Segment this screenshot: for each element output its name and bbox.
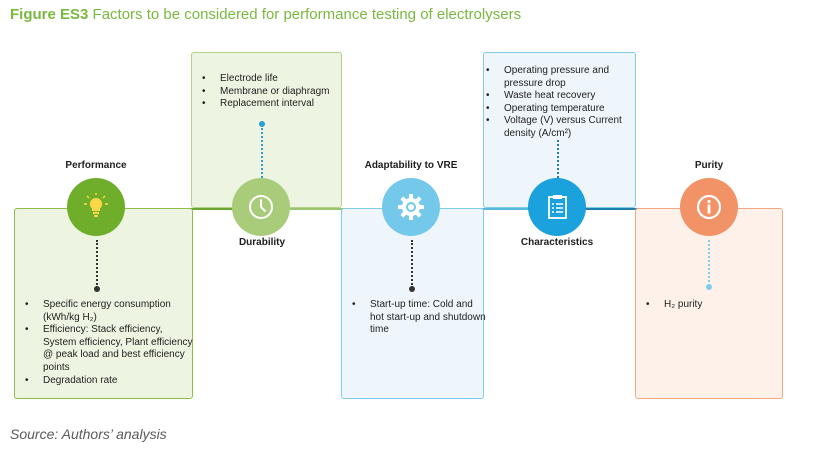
purity-circle (680, 178, 738, 236)
characteristics-item: Operating temperature (486, 103, 644, 116)
purity-item: H₂ purity (646, 299, 788, 312)
timeline-segment-3 (413, 208, 559, 210)
characteristics-label: Characteristics (520, 237, 594, 248)
adaptability-item: Start-up time: Cold and hot start-up and… (352, 299, 488, 337)
durability-item: Replacement interval (202, 98, 354, 111)
performance-item: Degradation rate (25, 375, 197, 388)
characteristics-circle (528, 178, 586, 236)
characteristics-item: Waste heat recovery (486, 90, 644, 103)
timeline-segment-2 (268, 208, 413, 210)
performance-circle (67, 178, 125, 236)
performance-item: Efficiency: Stack efficiency, System eff… (25, 324, 197, 374)
gear-icon (398, 194, 424, 220)
checklist-icon (548, 195, 567, 219)
performance-connector-dot (94, 286, 100, 292)
performance-box: Specific energy consumption (kWh/kg H₂) … (14, 208, 193, 399)
figure-label: Figure ES3 (10, 6, 89, 23)
lightbulb-icon (84, 193, 108, 217)
source-note: Source: Authors’ analysis (10, 426, 167, 442)
info-icon (696, 194, 722, 220)
durability-item: Membrane or diaphragm (202, 86, 354, 99)
clock-icon (249, 195, 273, 219)
purity-connector (708, 240, 710, 286)
durability-connector-dot (259, 121, 265, 127)
performance-connector (96, 240, 98, 288)
purity-box: H₂ purity (635, 208, 783, 399)
characteristics-item: Operating pressure and pressure drop (486, 65, 644, 90)
characteristics-item: Voltage (V) versus Current density (A/cm… (486, 115, 644, 140)
figure-title-text: Factors to be considered for performance… (92, 6, 522, 23)
durability-circle (232, 178, 290, 236)
figure-title: Figure ES3 Factors to be considered for … (10, 6, 521, 23)
durability-label: Durability (238, 237, 286, 248)
characteristics-connector (557, 140, 559, 178)
purity-label: Purity (694, 160, 724, 171)
adaptability-label: Adaptability to VRE (364, 160, 458, 171)
performance-label: Performance (65, 160, 127, 171)
adaptability-connector-dot (409, 286, 415, 292)
adaptability-box: Start-up time: Cold and hot start-up and… (341, 208, 486, 399)
purity-connector-dot (706, 284, 712, 290)
durability-connector (261, 128, 263, 178)
adaptability-connector (411, 240, 413, 288)
performance-item: Specific energy consumption (kWh/kg H₂) (25, 299, 197, 324)
adaptability-circle (382, 178, 440, 236)
durability-item: Electrode life (202, 73, 354, 86)
timeline-segment-4 (559, 208, 709, 210)
